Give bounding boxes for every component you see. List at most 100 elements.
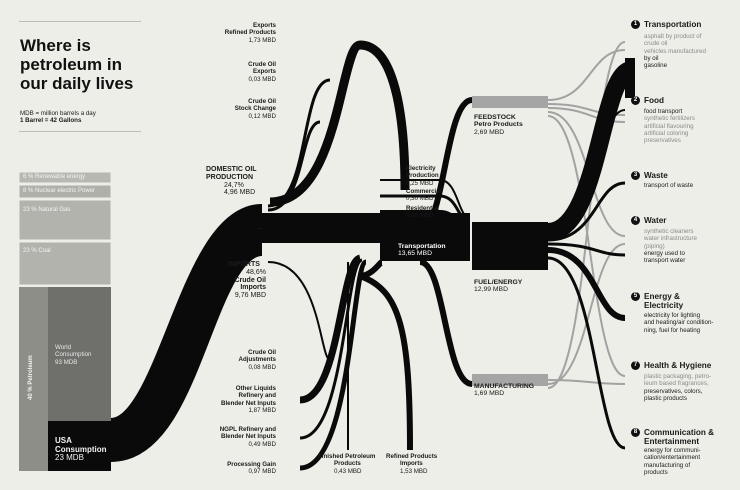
line: Refined Products [224, 29, 276, 37]
line: artificial coloring [644, 129, 689, 137]
mid-rule [19, 131, 141, 132]
line: Crude Oil [248, 98, 276, 105]
crude-exports-label: Crude Oil Exports 0,03 MBD [190, 61, 276, 83]
flow-to-feedstock [418, 97, 473, 233]
line: plastic products [644, 394, 687, 402]
manufacturing-block [472, 374, 548, 386]
feedstock-label: FEEDSTOCK Petro Products 2,69 MBD [474, 114, 523, 136]
petroleum-label: 40 % Petroleum [28, 355, 34, 400]
line: 0,30 MBD [406, 195, 434, 203]
line: Other Liquids [235, 385, 276, 392]
use-title-transportation: Transportation [644, 20, 701, 29]
line: food transport [644, 108, 683, 115]
line: by oil [644, 54, 659, 62]
line: 0,97 MBD [248, 468, 276, 476]
use-title-health: Health & Hygiene [644, 361, 711, 370]
natural-gas-segment [18, 199, 112, 241]
line: 9,76 MBD [234, 292, 266, 300]
line: Residential [406, 205, 440, 212]
world-consumption-segment [48, 287, 111, 421]
manufacturing-label: MANUFACTURING 1,69 MBD [474, 383, 534, 398]
line: World [55, 344, 72, 351]
line: transport of waste [644, 182, 694, 189]
fuel-to-water [547, 242, 626, 257]
line: Processing Gain [227, 461, 276, 468]
legend-line: MDB = million barrels a day [20, 110, 96, 117]
processing-gain-label: Processing Gain 0,97 MBD [196, 461, 276, 476]
gray-flow [547, 115, 626, 377]
flow-stock [267, 78, 331, 208]
stock-change-label: Crude Oil Stock Change 0,12 MBD [190, 98, 276, 120]
feedstock-block [472, 96, 548, 108]
domestic-label: DOMESTIC OIL PRODUCTION 24,7% 4,96 MBD [206, 166, 257, 197]
line: crude oil [644, 40, 668, 48]
use-desc-food: food transport synthetic fertilizers art… [644, 108, 695, 144]
flow-stock2 [267, 120, 321, 212]
fuel-to-waste [547, 181, 626, 242]
line: Electricity [644, 301, 684, 310]
line: Energy & [644, 292, 680, 301]
world-consumption-label: World Consumption 93 MDB [55, 344, 91, 366]
line: artificial flavouring [644, 122, 694, 130]
commercial-label: Commercial 0,30 MBD [406, 188, 441, 203]
line: 1,69 MBD [474, 390, 505, 398]
line: Crude Oil [248, 349, 276, 356]
use-number-badge: 1 [631, 20, 640, 29]
line: Crude Oil [234, 276, 266, 284]
line: Crude Oil [248, 61, 276, 68]
page-title: Where is petroleum in our daily lives [20, 36, 133, 93]
line: Adjustments [238, 356, 276, 364]
use-title-water: Water [644, 216, 666, 225]
line: 1,53 MBD [400, 467, 428, 475]
line: 0,43 MBD [334, 467, 362, 475]
use-desc-water: synthetic cleaners water infrastructure … [644, 228, 697, 264]
line: Transportation [644, 20, 702, 29]
line: 24,7% [224, 181, 244, 189]
line: 2,69 MBD [474, 128, 505, 136]
line: MANUFACTURING [474, 383, 535, 390]
coal-segment [18, 241, 112, 286]
fuel-energy-label: FUEL/ENERGY 12,99 MBD [474, 279, 522, 294]
flow-residential [439, 210, 471, 228]
line: Consumption [55, 444, 107, 454]
use-title-waste: Waste [644, 171, 668, 180]
imports-label: IMPORTS 48,6% Crude Oil Imports 9,76 MBD [228, 261, 266, 300]
line: 13,65 MBD [398, 250, 433, 258]
line: preservatives, colors, [644, 387, 703, 395]
fuel-to-transport [546, 61, 635, 241]
use-desc-energy: electricity for lighting and heating/air… [644, 312, 714, 334]
petroleum-segment [19, 287, 48, 471]
line: Exports [252, 22, 276, 29]
line: NGPL Refinery and [219, 426, 276, 433]
flow-processing-gain [299, 259, 369, 471]
line: Imports [240, 284, 266, 292]
fuel-to-comm [547, 256, 626, 450]
line: 0,68 MBD [406, 212, 434, 220]
line: Finished Petroleum [318, 453, 376, 460]
line: Commercial [406, 188, 442, 195]
use-number-badge: 4 [631, 216, 640, 225]
title-line: Where is [20, 36, 91, 55]
electricity-label: Electricity Production 0,25 MBD [406, 165, 439, 187]
line: 1,87 MBD [248, 406, 276, 414]
gray-flow [547, 243, 626, 385]
line: USA [55, 436, 72, 445]
flow-commercial [439, 194, 471, 224]
line: Electricity [406, 165, 436, 172]
natural-gas-label: 23 % Natural Gas [23, 207, 71, 213]
line: Stock Change [234, 105, 276, 113]
line: 48,6% [246, 268, 266, 276]
flow-ngpl [299, 258, 363, 440]
line: DOMESTIC OIL [206, 166, 257, 173]
line: synthetic cleaners [644, 228, 694, 235]
line: cation/entertainment [644, 454, 701, 462]
line: IMPORTS [228, 261, 260, 268]
line: Transportation [398, 243, 446, 250]
use-number-badge: 7 [631, 361, 640, 370]
line: PRODUCTION [206, 173, 254, 181]
line: Refined Products [386, 453, 438, 460]
line: Waste [644, 171, 668, 180]
nuclear-label: 8 % Nuclear electric Power [23, 188, 96, 194]
line: Water [644, 216, 667, 225]
